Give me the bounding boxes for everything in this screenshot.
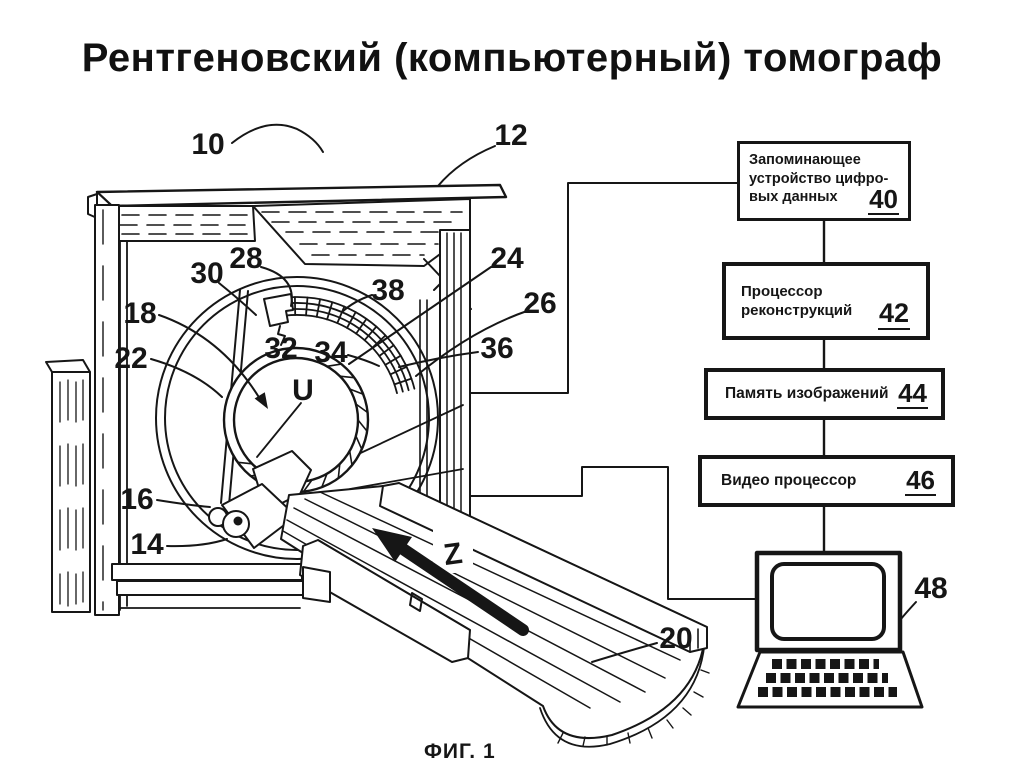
ref-label-14: 14 [130,528,164,561]
ref-label-28: 28 [229,242,262,275]
ref-label-18: 18 [123,297,156,330]
leader-lines [150,123,917,663]
reference-numerals: 10 12 14 16 18 20 22 24 26 28 30 32 34 3… [114,119,947,655]
ref-label-40: 40 [868,184,899,215]
ref-label-32: 32 [264,332,297,365]
ref-label-22: 22 [114,342,147,375]
slide-title: Рентгеновский (компьютерный) томограф [81,36,943,80]
ref-label-16: 16 [120,483,153,516]
ref-label-10: 10 [191,128,224,161]
ref-label-26: 26 [523,287,556,320]
block-video-processor: Видео процессор 46 [698,455,955,507]
ref-label-30: 30 [190,257,223,290]
block-44-text: Память изображений [725,385,889,403]
table-motion-arrow [397,543,529,636]
block-46-text: Видео процессор [721,472,857,490]
isocenter-label: U [292,374,314,407]
ref-label-24: 24 [490,242,524,275]
ref-label-34: 34 [314,336,348,369]
ref-label-38: 38 [371,274,404,307]
connection-lines [466,182,826,600]
ref-label-36: 36 [480,332,513,365]
block-40-text: Запоминающее устройство цифро- вых данны… [749,152,889,206]
ref-label-48: 48 [914,572,947,605]
z-axis-chip [433,521,473,573]
z-axis-label: Z [442,537,465,572]
ref-label-12: 12 [494,119,527,152]
ref-label-42: 42 [877,298,910,330]
ref-label-20: 20 [659,622,692,655]
ref-label-46: 46 [905,464,936,496]
block-42-text: Процессор реконструкций [741,283,853,320]
block-reconstruction-processor: Процессор реконструкций 42 [722,262,930,340]
ref-label-44: 44 [897,377,928,409]
patient-table: Z [280,482,710,748]
monitor-screen [770,562,886,641]
block-image-memory: Память изображений 44 [704,368,945,420]
figure-caption: ФИГ. 1 [424,740,496,763]
workstation [736,550,924,709]
block-digital-data-storage: Запоминающее устройство цифро- вых данны… [737,141,911,221]
